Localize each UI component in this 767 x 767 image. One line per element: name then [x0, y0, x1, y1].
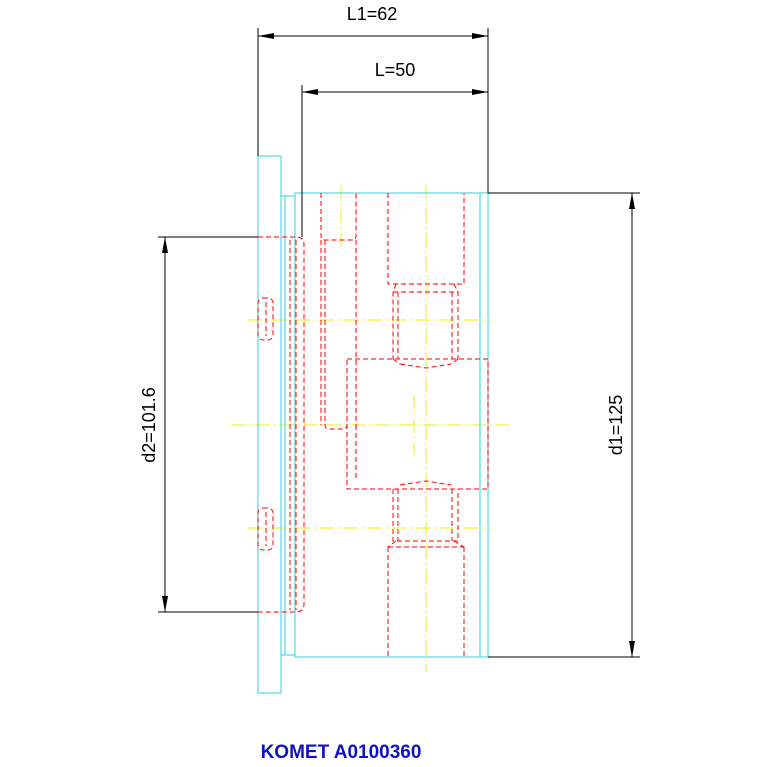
- lower-flange-slot: [257, 507, 274, 551]
- pilot-recess: [258, 236, 305, 613]
- flange-outline: [257, 155, 282, 694]
- top-counterbore: [320, 193, 357, 241]
- arrowheads: [162, 33, 635, 657]
- l-arrow-left: [302, 89, 318, 95]
- l-dimension-label: L=50: [375, 60, 416, 80]
- d1-arrow-top: [629, 193, 635, 209]
- lower-bolt-hole: [387, 489, 465, 548]
- center-bore-left: [324, 240, 348, 430]
- part-number-caption: KOMET A0100360: [261, 742, 422, 763]
- body-outline: [294, 192, 489, 658]
- center-pocket: [346, 358, 489, 490]
- upper-bolt-tip: [399, 363, 452, 369]
- upper-bolt-hole: [392, 283, 459, 365]
- centerlines: [232, 185, 512, 672]
- dimension-lines: [158, 28, 640, 658]
- l1-arrow-left: [258, 33, 274, 39]
- d1-arrow-bottom: [629, 641, 635, 657]
- d1-dimension-label: d1=125: [606, 395, 626, 456]
- l1-dimension-label: L1=62: [347, 4, 398, 24]
- d2-dimension-label: d2=101.6: [139, 387, 159, 463]
- d2-arrow-top: [162, 237, 168, 253]
- l1-arrow-right: [472, 33, 488, 39]
- upper-bolt-counterbore: [387, 193, 465, 285]
- d2-arrow-bottom: [162, 596, 168, 612]
- hidden-lines: [257, 193, 489, 657]
- outline: [257, 155, 489, 694]
- upper-flange-slot: [257, 297, 274, 341]
- lower-bolt-tip: [399, 480, 452, 486]
- l-arrow-right: [472, 89, 488, 95]
- lower-bolt-counterbore: [387, 546, 465, 657]
